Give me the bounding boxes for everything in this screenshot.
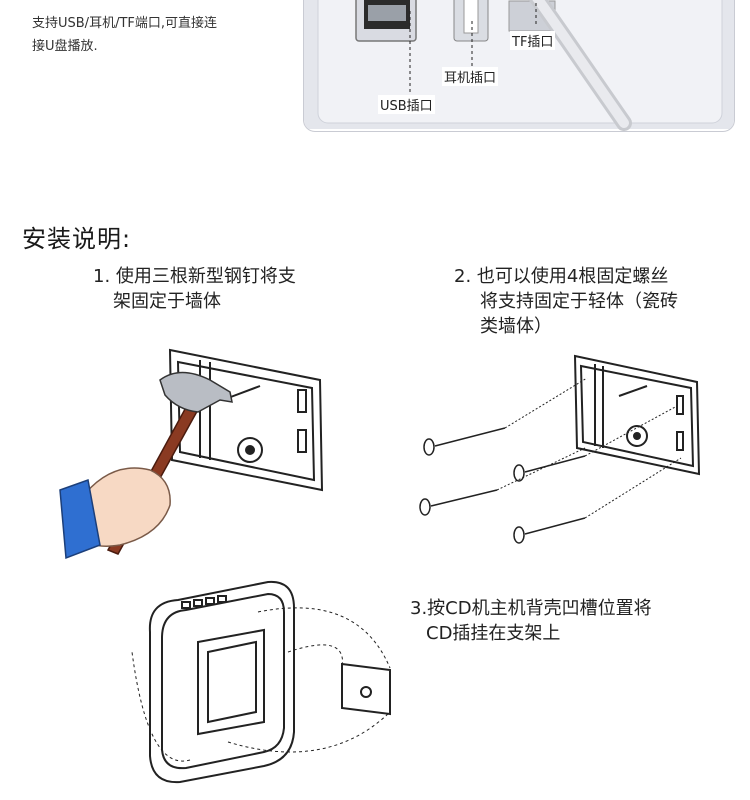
hammer-head-icon bbox=[159, 371, 233, 413]
step-1-line-2: 架固定于墙体 bbox=[113, 291, 221, 312]
port-illustration-panel: TF插口 耳机插口 USB插口 bbox=[303, 0, 735, 132]
step-3-line-1: 3.按CD机主机背壳凹槽位置将 bbox=[410, 598, 652, 619]
step-1: 1. 使用三根新型钢钉将支 架固定于墙体 bbox=[93, 264, 353, 314]
sleeve-icon bbox=[59, 478, 101, 560]
step-3-line-2: CD插挂在支架上 bbox=[426, 623, 561, 644]
screw-icon bbox=[419, 447, 586, 516]
port-illustration bbox=[304, 0, 734, 131]
intro-line-2: 接U盘播放. bbox=[32, 39, 98, 54]
hammer-bracket-illustration bbox=[59, 348, 324, 560]
wall-bracket-icon bbox=[573, 354, 701, 476]
cd-player-mount-illustration bbox=[131, 580, 391, 784]
intro-line-1: 支持USB/耳机/TF端口,可直接连 bbox=[32, 16, 217, 31]
screws-bracket-illustration bbox=[419, 354, 701, 544]
intro-text: 支持USB/耳机/TF端口,可直接连 接U盘播放. bbox=[32, 12, 262, 58]
step-2-line-2: 将支持固定于轻体（瓷砖 bbox=[480, 291, 678, 312]
wall-bracket-icon bbox=[341, 662, 391, 716]
mount-arrow-icon bbox=[257, 607, 391, 669]
screw-icon bbox=[513, 457, 682, 544]
step-1-line-1: 1. 使用三根新型钢钉将支 bbox=[93, 266, 296, 287]
headphone-port-label: 耳机插口 bbox=[442, 67, 499, 86]
step-2: 2. 也可以使用4根固定螺丝 将支持固定于轻体（瓷砖 类墙体） bbox=[454, 264, 724, 339]
screw-icon bbox=[513, 405, 678, 482]
step-2-line-1: 2. 也可以使用4根固定螺丝 bbox=[454, 266, 669, 287]
usb-port-label: USB插口 bbox=[378, 95, 435, 114]
screw-icon bbox=[423, 377, 588, 456]
step-2-line-3: 类墙体） bbox=[480, 316, 552, 337]
section-title: 安装说明: bbox=[22, 225, 132, 253]
hand-icon bbox=[79, 467, 171, 547]
tf-port-label: TF插口 bbox=[510, 31, 556, 50]
cd-player-back-icon bbox=[148, 580, 295, 784]
step-3: 3.按CD机主机背壳凹槽位置将 CD插挂在支架上 bbox=[410, 596, 730, 646]
